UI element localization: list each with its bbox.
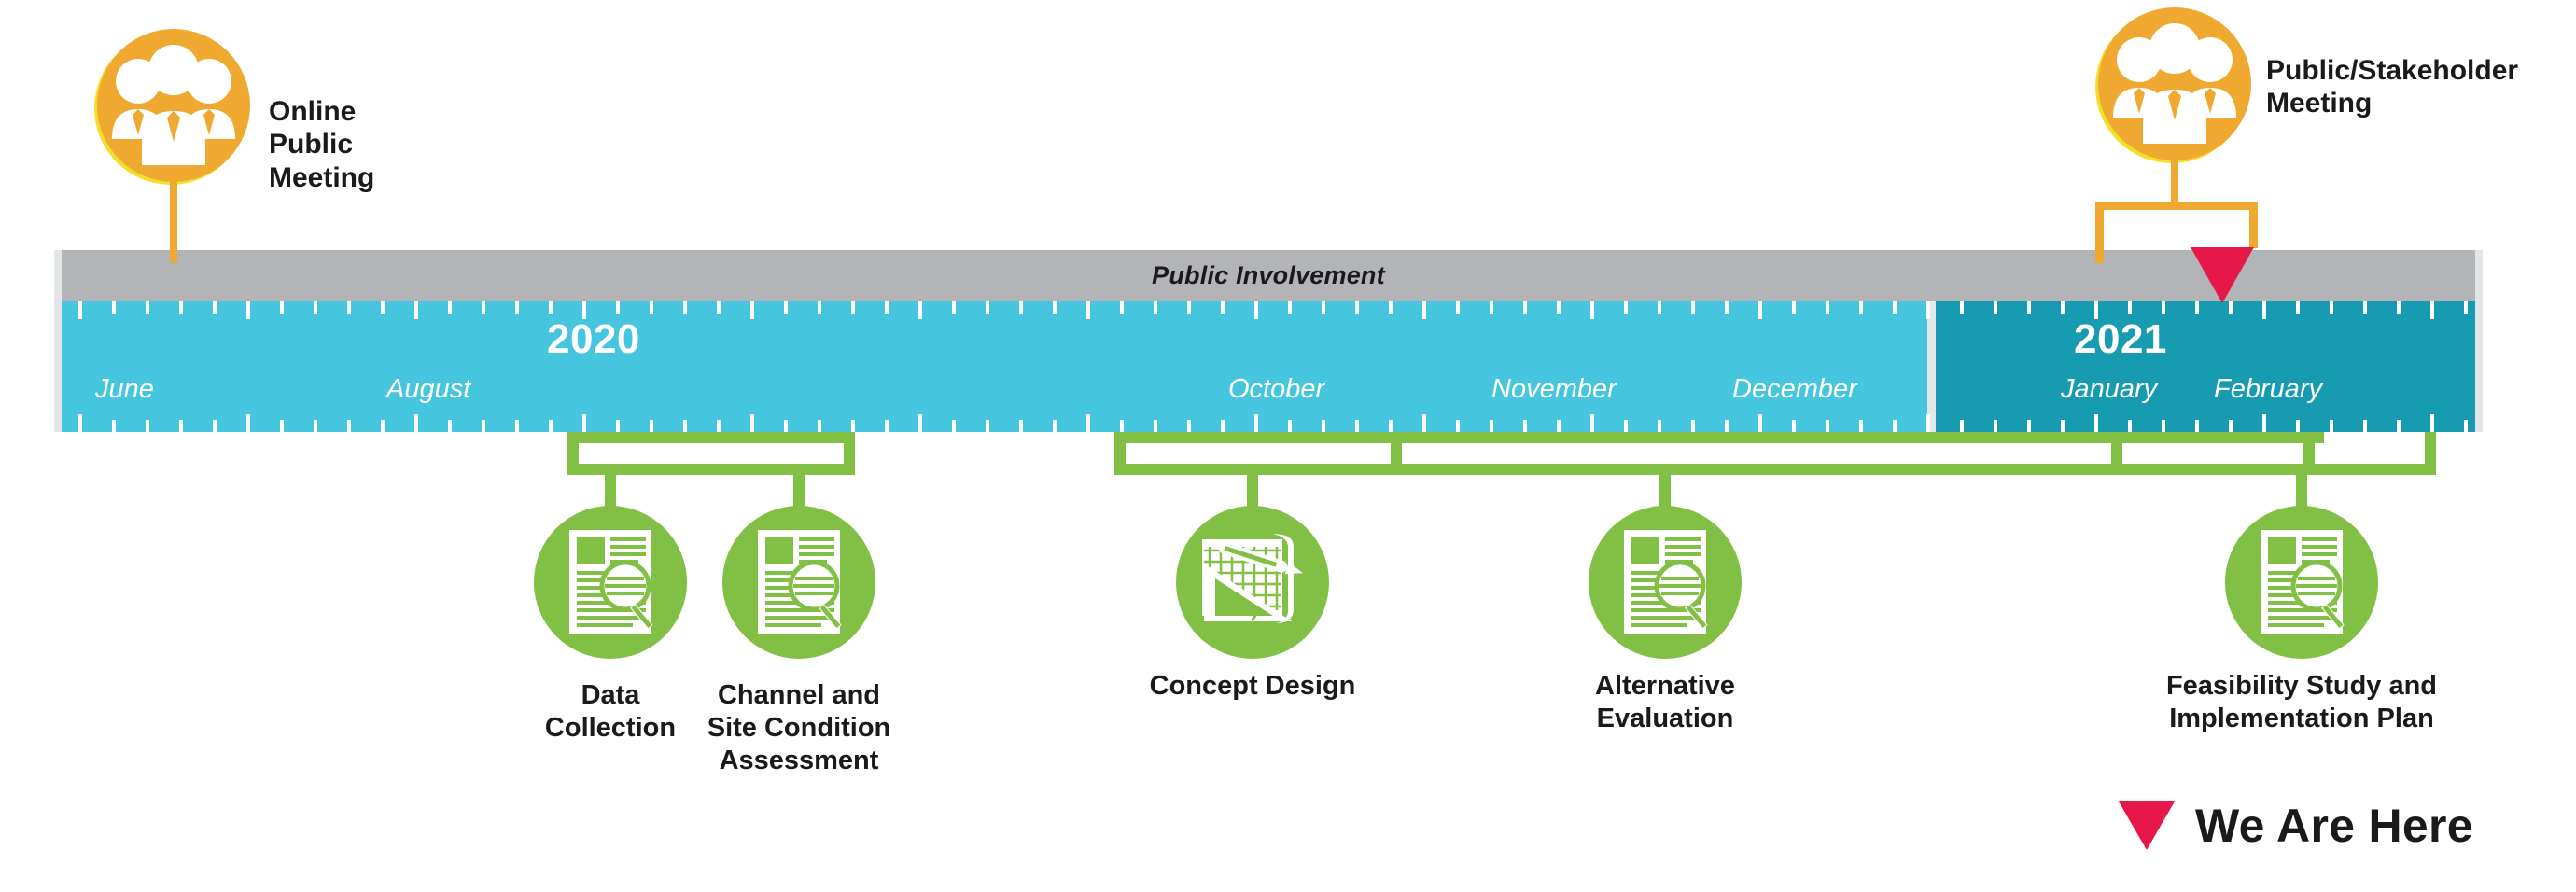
milestone-stem [2296,464,2307,509]
blueprint-ruler-icon [1176,506,1329,659]
milestone-label-concept-design: Concept Design [1149,671,1356,701]
year-segment-2020: 2020 June August October November Decemb… [62,301,1927,432]
bracket-right-leg [2425,432,2436,475]
legend-label: We Are Here [2195,800,2473,852]
meeting-label-public-stakeholder: Public/Stakeholder Meeting [2266,55,2519,119]
bracket-bottom [567,464,855,475]
public-involvement-band: Public Involvement [62,250,2475,301]
bar-left-edge [54,250,63,432]
month-label-october: October [1228,374,1325,404]
meeting-connector-stem [2171,155,2178,203]
milestone-label-feasibility-study: Feasibility Study and Implementation Pla… [2165,671,2438,733]
milestone-label-channel-site-condition: Channel and Site Condition Assessment [707,680,891,775]
year-label-2020: 2020 [547,316,640,362]
people-group-icon [97,29,250,182]
meeting-bracket-right-leg [2249,202,2258,248]
bracket-top-left [1114,432,1402,443]
milestone-stem [793,464,805,509]
meeting-bracket-top [2095,202,2258,210]
meeting-connector-stem [170,175,177,263]
we-are-here-marker-icon [2191,247,2254,303]
bar-right-edge [2473,250,2483,432]
milestone-stem [605,464,616,509]
milestone-stem [1659,464,1671,509]
document-magnifier-icon [722,506,875,659]
year-segment-2021: 2021 January February [1936,301,2475,432]
year-label-2021: 2021 [2074,316,2167,362]
down-triangle-icon [2119,801,2175,850]
year-divider [1927,301,1936,432]
people-group-icon [2098,7,2251,160]
month-label-january: January [2061,374,2158,404]
month-label-february: February [2214,374,2323,404]
meeting-bracket-left-leg [2095,202,2104,263]
month-label-november: November [1491,374,1617,404]
bracket-top-right [1391,432,2324,443]
bracket-top [567,432,855,443]
bracket-bottom [1114,464,2315,475]
meeting-label-online-public: Online Public Meeting [269,96,375,193]
month-label-december: December [1732,374,1857,404]
milestone-stem [1247,464,1258,509]
month-label-june: June [95,374,154,404]
milestone-label-alternative-evaluation: Alternative Evaluation [1595,671,1735,733]
month-label-august: August [386,374,471,404]
document-magnifier-icon [534,506,687,659]
document-magnifier-icon [2225,506,2378,659]
document-magnifier-icon [1589,506,1742,659]
public-involvement-label: Public Involvement [1152,261,1385,289]
bracket-bottom [2111,464,2436,475]
milestone-label-data-collection: Data Collection [544,680,677,743]
timeline-bar: Public Involvement 2020 June August Octo… [54,250,2483,432]
legend-we-are-here: We Are Here [2119,799,2473,853]
